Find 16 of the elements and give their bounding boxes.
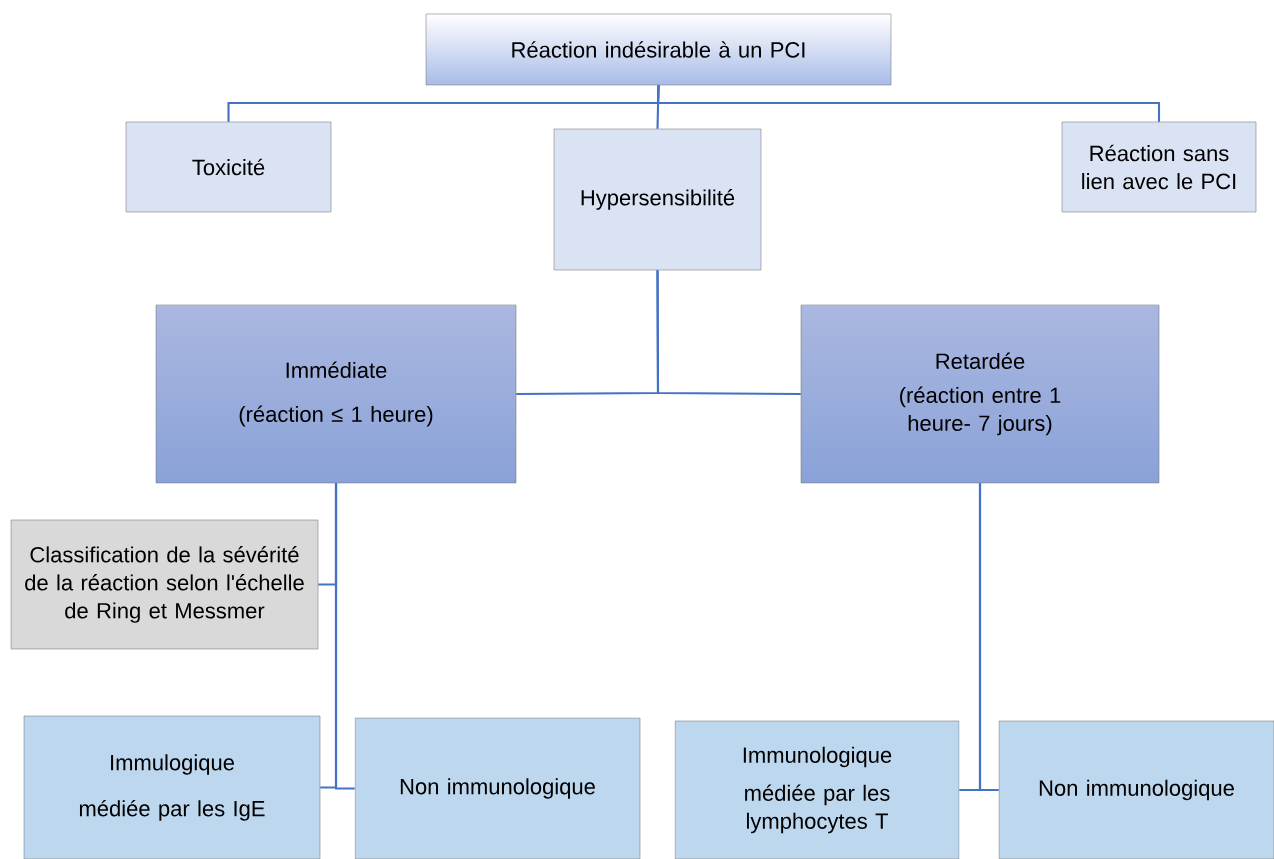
type-box: Immulogique médiée par les IgE: [23, 715, 321, 859]
root-box: Réaction indésirable à un PCI: [425, 13, 892, 86]
note-box: Classification de la sévérité de la réaction selon l'échelle de Ring et Messmer: [10, 519, 319, 650]
type-box: Non immunologique: [354, 717, 641, 859]
timing-box: Retardée (réaction entre 1 heure- 7 jours): [800, 304, 1160, 484]
category-box: Toxicité: [125, 121, 332, 213]
type-box: Non immunologique: [998, 720, 1274, 859]
connector: [656, 270, 801, 396]
timing-box: Immédiate (réaction ≤ 1 heure): [155, 304, 517, 484]
category-box: Hypersensibilité: [553, 128, 762, 271]
connector: [978, 483, 999, 792]
connector: [656, 85, 660, 129]
category-box: Réaction sans lien avec le PCI: [1061, 121, 1257, 213]
connector: [334, 483, 355, 790]
type-box: Immunologique médiée par les lymphocytes T: [674, 720, 960, 859]
connector: [656, 85, 1161, 122]
